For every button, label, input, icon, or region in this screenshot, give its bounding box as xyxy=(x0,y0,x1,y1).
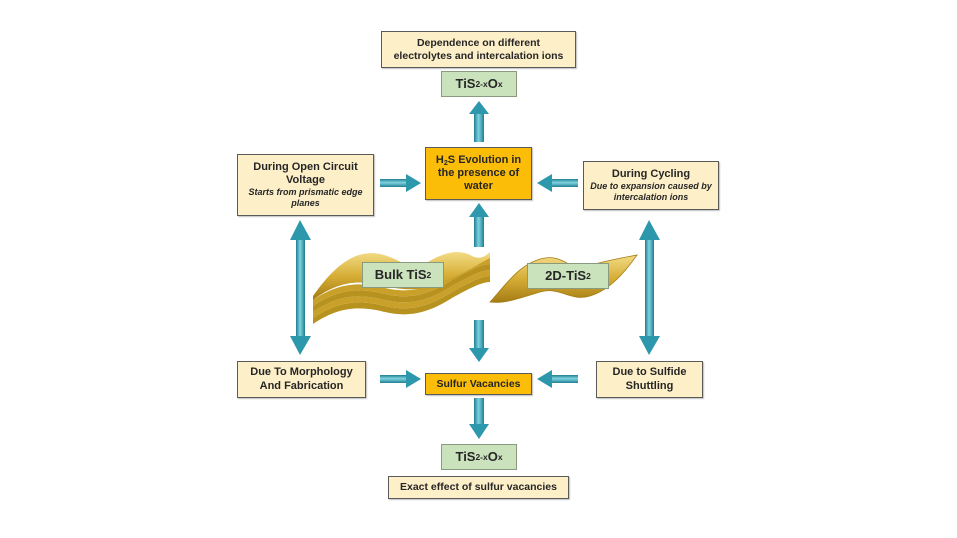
morphology-line2: And Fabrication xyxy=(259,379,344,392)
top-note-line2: electrolytes and intercalation ions xyxy=(393,49,564,62)
open-circuit-title1: During Open Circuit xyxy=(253,161,358,174)
sulfide-shuttling-box: Due to Sulfide Shuttling xyxy=(596,361,703,398)
arrow-right-to-h2s xyxy=(380,174,421,192)
formula-mid: O xyxy=(487,449,498,465)
bottom-note-label: Exact effect of sulfur vacancies xyxy=(400,481,557,494)
formula-mid: O xyxy=(487,76,498,92)
arrow-down-to-sulfur-vacancies xyxy=(469,320,489,362)
morphology-line1: Due To Morphology xyxy=(250,366,353,379)
during-cycling-title: During Cycling xyxy=(611,168,691,181)
h2s-sub: 2 xyxy=(443,158,448,167)
double-arrow-right xyxy=(639,220,660,355)
open-circuit-box: During Open Circuit Voltage Starts from … xyxy=(237,154,374,216)
during-cycling-box: During Cycling Due to expansion caused b… xyxy=(583,161,719,210)
during-cycling-note1: Due to expansion caused by xyxy=(590,181,712,192)
h2s-line2: the presence of xyxy=(437,166,520,179)
sulfide-line1: Due to Sulfide xyxy=(612,366,687,379)
arrow-up-to-h2s xyxy=(469,203,489,247)
arrow-left-to-h2s xyxy=(537,174,578,192)
bottom-note-box: Exact effect of sulfur vacancies xyxy=(388,476,569,499)
open-circuit-note2: planes xyxy=(291,198,320,209)
arrow-right-to-sulfur-vacancies xyxy=(380,370,421,388)
formula-base: TiS xyxy=(455,76,476,92)
h2s-evolution-box: H2S Evolution in the presence of water xyxy=(425,147,532,200)
arrow-left-to-sulfur-vacancies xyxy=(537,370,578,388)
h2s-pre: H xyxy=(435,153,444,166)
open-circuit-title2: Voltage xyxy=(286,174,325,187)
top-note-line1: Dependence on different xyxy=(416,36,541,49)
top-note-box: Dependence on different electrolytes and… xyxy=(381,31,576,68)
double-arrow-left xyxy=(290,220,311,355)
h2s-line3: water xyxy=(464,180,493,193)
arrow-down-to-bottom-product xyxy=(469,398,489,439)
morphology-box: Due To Morphology And Fabrication xyxy=(237,361,366,398)
bulk-base: Bulk TiS xyxy=(374,267,427,283)
h2s-post: S Evolution in xyxy=(447,153,522,166)
h2s-line1: H2S Evolution in xyxy=(436,154,521,167)
sulfide-line2: Shuttling xyxy=(625,379,674,392)
sulfur-vacancies-box: Sulfur Vacancies xyxy=(425,373,532,395)
open-circuit-note1: Starts from prismatic edge xyxy=(248,187,363,198)
arrow-up-to-top-product xyxy=(469,101,489,142)
sulfur-vacancies-label: Sulfur Vacancies xyxy=(436,377,521,390)
formula-base: TiS xyxy=(455,449,476,465)
two-d-base: 2D-TiS xyxy=(545,268,587,284)
during-cycling-note2: intercalation ions xyxy=(613,192,689,203)
